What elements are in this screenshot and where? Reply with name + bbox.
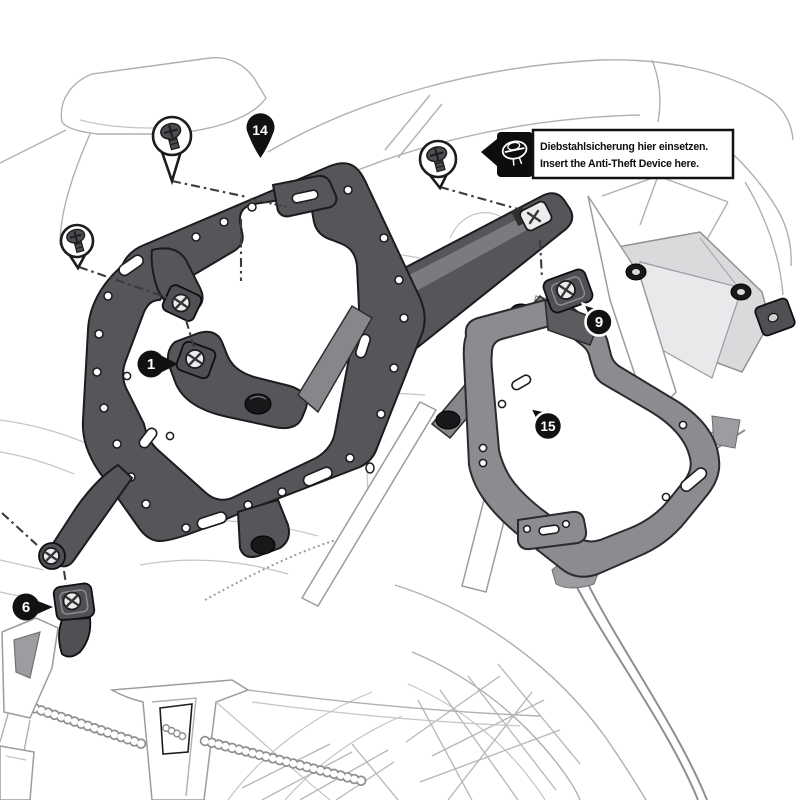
- callout-guide-lines: [1, 179, 544, 585]
- callout-arrow: [481, 139, 497, 166]
- part-badge-6: 6: [12, 593, 53, 621]
- screw-callout-left: [59, 223, 95, 271]
- callout-text-box: [531, 128, 735, 180]
- side-bracket: [754, 297, 796, 337]
- badge-14-label: 14: [252, 122, 268, 138]
- badge-1-label: 1: [147, 356, 155, 373]
- left-carrier-frame: [38, 162, 426, 658]
- bracket-1: [166, 304, 374, 430]
- part-badge-14: 14: [246, 113, 275, 158]
- screw-icon: [66, 228, 86, 254]
- screw-callout-top: [151, 115, 193, 186]
- anti-theft-callout: Diebstahlsicherung hier einsetzen. Inser…: [481, 128, 735, 180]
- anti-theft-text-de: Diebstahlsicherung hier einsetzen.: [540, 141, 708, 153]
- rubber-grommets: [625, 263, 752, 301]
- part-badge-9: 9: [580, 302, 614, 337]
- lower-left-arm: [38, 463, 134, 570]
- badge-9-label: 9: [595, 314, 603, 331]
- footpeg-hanger: [0, 617, 59, 800]
- screw-icon: [426, 146, 448, 173]
- bracket-9: [542, 268, 601, 346]
- subframe-tube: [300, 401, 438, 607]
- part-badge-1: 1: [137, 350, 178, 378]
- upper-mount-bracket: [150, 247, 204, 322]
- part-badge-15: 15: [527, 406, 564, 442]
- screw-icon: [160, 122, 182, 151]
- screw-callout-right: [418, 139, 458, 191]
- drive-chain: [22, 700, 368, 787]
- callout-icon-box: [497, 132, 533, 177]
- anti-theft-text-en: Insert the Anti-Theft Device here.: [540, 158, 699, 170]
- badge-6-label: 6: [22, 599, 30, 616]
- bottom-mount-tab: [236, 498, 290, 558]
- bracket-6: [52, 582, 96, 658]
- right-carrier-assembly: [430, 195, 796, 578]
- badge-15-label: 15: [540, 419, 556, 434]
- fender-top-tip: [711, 415, 741, 449]
- anti-theft-device-icon: [501, 140, 528, 166]
